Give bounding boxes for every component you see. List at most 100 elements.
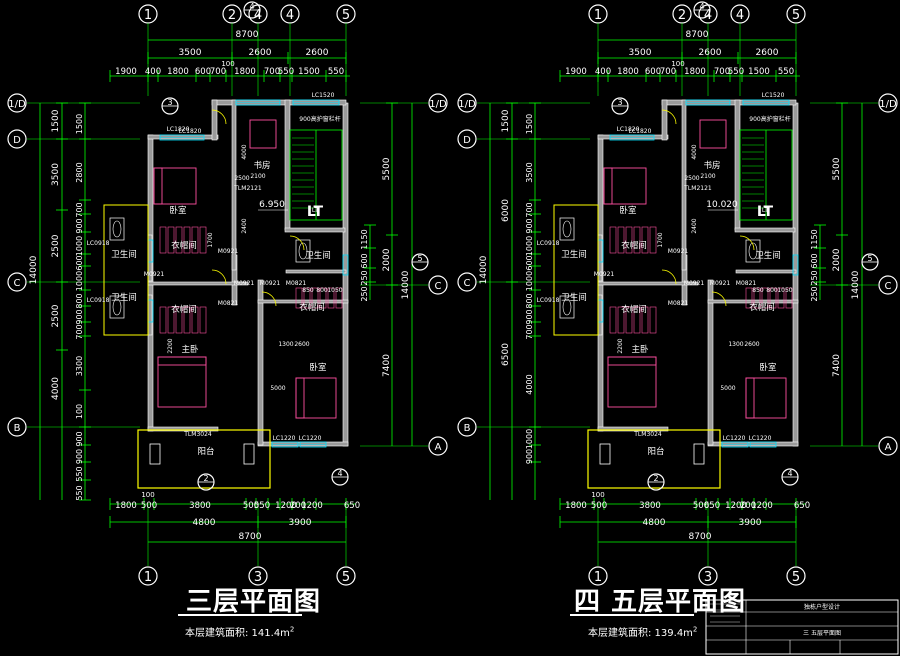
axis-label-top: 2	[678, 8, 686, 23]
annotation: 2600	[744, 341, 759, 348]
wardrobe-hanger	[633, 226, 641, 254]
dim-top-row3: 1800	[617, 67, 639, 77]
dim-bottom-row1: 500	[243, 501, 259, 511]
dim-right-fine: 250	[360, 286, 369, 301]
axis-bubble-left	[7, 93, 27, 113]
axis-label-left: C	[464, 278, 471, 289]
room-label: 卫生间	[561, 249, 587, 260]
dim-top-row2: 2600	[699, 48, 722, 58]
wardrobe-hanger	[625, 226, 633, 254]
plan-left-area: 本层建筑面积: 141.4m2	[185, 625, 295, 639]
wardrobe-hanger	[191, 226, 199, 254]
dim-right-fine: 1150	[360, 229, 369, 249]
axis-label-top: 4	[736, 8, 744, 23]
balcony	[587, 429, 721, 489]
axis-label-bottom: 1	[594, 570, 602, 585]
dim-right-fine: 250	[360, 270, 369, 285]
dim-right-fine: 250	[810, 270, 819, 285]
door-swing	[261, 291, 277, 307]
dim-left-fine: 700	[75, 324, 84, 339]
section-mark: 5	[867, 254, 872, 263]
axis-label-right: A	[885, 442, 892, 453]
wardrobe-hanger	[199, 226, 207, 254]
annotation: 800	[316, 287, 328, 294]
axis-label-bottom: 5	[342, 570, 350, 585]
axis-label-top: 5	[342, 8, 350, 23]
dim-top-row3: 600	[645, 67, 661, 77]
dim-left-fine: 550	[75, 466, 84, 481]
dim-right-fine: 600	[360, 253, 369, 268]
section-mark: 3	[617, 98, 622, 107]
sink	[562, 298, 572, 316]
room-label: 书房	[253, 160, 270, 171]
wardrobe-hanger	[617, 226, 625, 254]
bed	[745, 377, 787, 419]
axis-bubble-right	[428, 93, 448, 113]
axis-label-top: 4	[286, 8, 294, 23]
dim-bottom-row1: 500	[591, 501, 607, 511]
bathtub	[559, 295, 575, 319]
dim-bottom-row1: 650	[344, 501, 360, 511]
axis-bubble-bottom	[138, 566, 158, 586]
room-label: 衣帽间	[299, 302, 325, 313]
wardrobe-hanger	[745, 287, 753, 309]
annotation: LC1220	[723, 435, 746, 442]
dim-bottom-row1: 1800	[565, 501, 587, 511]
dim-top-row3: 400	[145, 67, 161, 77]
section-mark: 3	[167, 98, 172, 107]
dim-left-seg: 3500	[51, 163, 61, 186]
annotation: TLM2121	[233, 185, 262, 192]
bathtub	[109, 217, 125, 241]
bed-head	[607, 356, 657, 366]
annotation: LC0918	[87, 297, 110, 304]
dim-bottom-row1: 1200	[725, 501, 747, 511]
window-v	[792, 254, 799, 276]
axis-bubble-left	[7, 417, 27, 437]
wardrobe-hanger	[159, 306, 167, 334]
dim-bottom-row1: 3800	[639, 501, 661, 511]
wardrobe-hanger	[649, 306, 657, 334]
dim-left-fine: 100	[75, 404, 84, 419]
axis-bubble-bottom	[786, 566, 806, 586]
dim-top-total: 8700	[236, 30, 259, 40]
axis-bubble-left	[457, 272, 477, 292]
section-mark: 4	[249, 2, 254, 11]
dim-bottom-row1: 650	[794, 501, 810, 511]
dim-top-small: 100	[671, 60, 684, 68]
dim-top-row3: 700	[714, 67, 730, 77]
wall	[231, 99, 237, 271]
section-mark: 4	[699, 2, 704, 11]
wardrobe-hanger	[191, 306, 199, 334]
wall	[597, 134, 669, 140]
wall	[257, 279, 264, 446]
wardrobe-hanger	[609, 306, 617, 334]
annotation: 2100	[700, 173, 715, 180]
dim-left-fine: 3500	[525, 162, 534, 182]
dim-bottom-row2: 3900	[739, 518, 762, 528]
sink	[112, 220, 122, 238]
balcony	[137, 429, 271, 489]
stair-label: LT	[757, 204, 774, 220]
annotation: 1300	[728, 341, 743, 348]
axis-bubble-right	[878, 275, 898, 295]
annotation: LC0918	[537, 297, 560, 304]
wardrobe-hanger	[609, 226, 617, 254]
wall	[284, 227, 346, 233]
dim-left-fine: 3300	[75, 356, 84, 376]
axis-bubble-left	[457, 129, 477, 149]
room-label: 卫生间	[111, 292, 137, 303]
annotation: M0921	[684, 280, 705, 287]
door-swing	[661, 109, 677, 125]
bed	[603, 167, 647, 205]
annotation: LC1820	[629, 128, 652, 135]
furniture	[559, 119, 793, 419]
dim-left-seg: 2500	[51, 304, 61, 327]
axis-bubble-bottom	[698, 566, 718, 586]
wall	[147, 134, 219, 140]
annotation: 2500	[234, 175, 249, 182]
annotation: M0921	[234, 280, 255, 287]
dim-bottom-row1: 200	[290, 501, 306, 511]
axis-bubble-right	[878, 93, 898, 113]
room-label: 阳台	[197, 446, 214, 457]
dim-bottom-row1: 500	[141, 501, 157, 511]
